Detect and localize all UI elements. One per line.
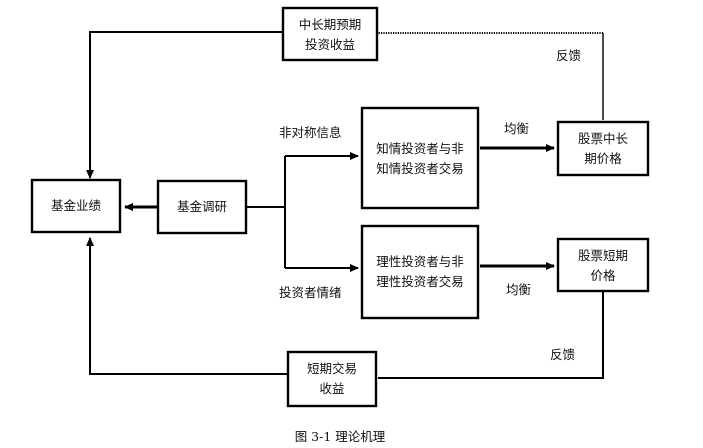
node-rational-trade: 理性投资者与非 理性投资者交易	[360, 224, 480, 320]
node-fund-research: 基金调研	[156, 179, 248, 235]
mid-long-return-line-2: 投资收益	[305, 37, 355, 52]
mid-long-return-to-performance-arrow	[86, 31, 282, 179]
node-fund-performance: 基金业绩	[30, 178, 122, 234]
stock-mid-long-line-1: 股票中长	[578, 131, 629, 146]
node-stock-short: 股票短期 价格	[556, 237, 650, 293]
feedback-bottom-line	[378, 291, 604, 379]
connectors	[86, 31, 604, 379]
stock-short-line-2: 价格	[590, 268, 616, 283]
label-equilibrium-bottom: 均衡	[506, 282, 531, 297]
label-asymmetric-info: 非对称信息	[279, 125, 342, 140]
node-informed-trade: 知情投资者与非 知情投资者交易	[360, 106, 480, 210]
label-feedback-bottom: 反馈	[550, 347, 575, 362]
informed-trade-line-2: 知情投资者交易	[376, 161, 464, 176]
label-equilibrium-top: 均衡	[504, 121, 529, 136]
fund-performance-label: 基金业绩	[51, 198, 102, 213]
short-return-line-1: 短期交易	[307, 361, 357, 376]
short-return-line-2: 收益	[319, 381, 344, 396]
rational-trade-line-2: 理性投资者交易	[376, 274, 464, 289]
informed-trade-line-1: 知情投资者与非	[376, 141, 464, 156]
figure-caption: 图 3-1 理论机理	[295, 429, 386, 444]
rational-trade-line-1: 理性投资者与非	[376, 254, 464, 269]
node-short-return: 短期交易 收益	[286, 350, 378, 408]
short-return-to-performance-arrow	[86, 237, 287, 375]
label-investor-sentiment: 投资者情绪	[279, 285, 342, 300]
mid-long-return-line-1: 中长期预期	[299, 17, 362, 32]
node-stock-mid-long: 股票中长 期价格	[556, 120, 650, 177]
fund-research-label: 基金调研	[177, 199, 227, 214]
stock-short-line-1: 股票短期	[578, 248, 628, 263]
stock-mid-long-line-2: 期价格	[584, 151, 622, 166]
label-feedback-top: 反馈	[556, 48, 581, 63]
node-mid-long-return: 中长期预期 投资收益	[281, 6, 379, 62]
